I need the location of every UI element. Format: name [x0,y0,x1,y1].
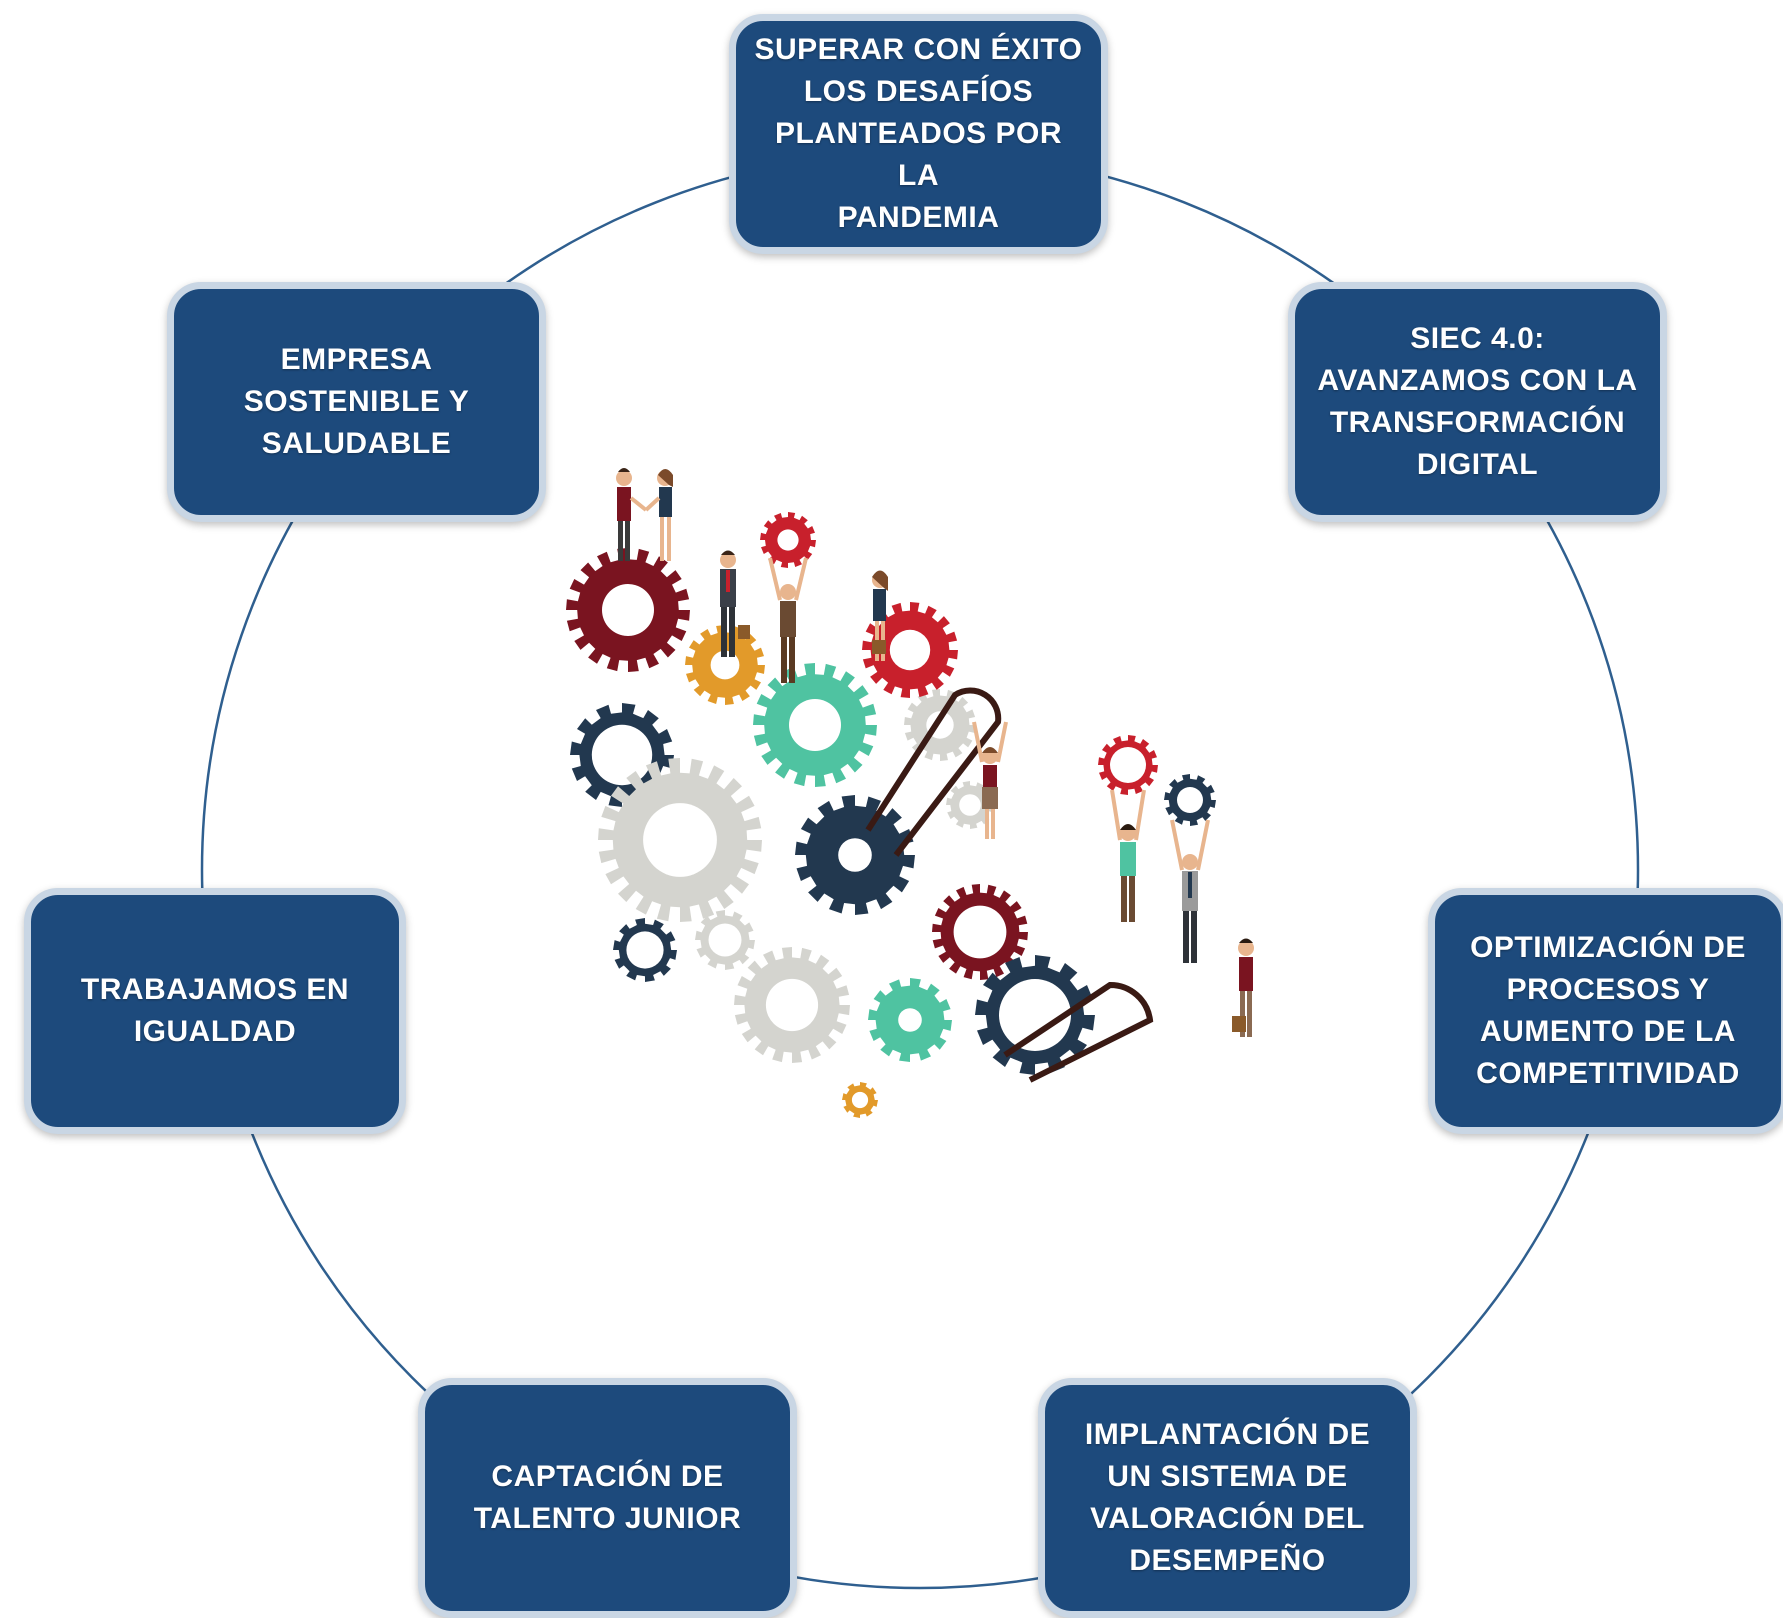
node-sustainable-company: EMPRESA SOSTENIBLE Y SALUDABLE [167,282,546,522]
gear-maroon-large-icon [566,548,690,672]
gear-red-pink-icon [1098,735,1158,795]
gear-maroon-right-icon [932,884,1028,980]
gears-layer [566,512,1216,1118]
person-icon [644,469,673,561]
people-layer [616,468,1254,1037]
person-icon [872,570,888,661]
person-icon [1170,819,1210,963]
node-label: SIEC 4.0: AVANZAMOS CON LA TRANSFORMACIÓ… [1317,322,1638,481]
gear-orange-icon [685,625,765,705]
gear-navy-left-icon [570,703,674,807]
gear-navy-center-icon [795,795,915,915]
node-equality: TRABAJAMOS EN IGUALDAD [24,888,406,1134]
gear-orange-small-icon [842,1082,878,1118]
gear-navy-small-left-icon [613,918,677,982]
belt-upper [865,687,1002,857]
person-icon [616,468,648,561]
node-junior-talent: CAPTACIÓN DE TALENTO JUNIOR [418,1378,797,1618]
teamwork-gears-illustration-icon [566,468,1254,1118]
node-label: IMPLANTACIÓN DE UN SISTEMA DE VALORACIÓN… [1084,1418,1371,1577]
gear-navy-small-held-icon [1164,774,1216,826]
person-icon [1110,789,1146,922]
person-icon [1232,938,1254,1037]
node-label: CAPTACIÓN DE TALENTO JUNIOR [473,1460,742,1535]
node-process-optimization: OPTIMIZACIÓN DE PROCESOS Y AUMENTO DE LA… [1428,888,1783,1134]
gear-gray-small-icon [904,689,976,761]
node-pandemic-challenges: SUPERAR CON ÉXITO LOS DESAFÍOS PLANTEADO… [729,14,1108,254]
gear-gray-large-icon [598,758,762,922]
node-label: SUPERAR CON ÉXITO LOS DESAFÍOS PLANTEADO… [754,33,1083,234]
gear-gray-small-bottom-icon [695,910,755,970]
person-icon [972,721,1008,839]
gear-navy-bottom-right-icon [975,955,1095,1075]
person-icon [768,557,808,683]
belt-lower [1003,981,1154,1083]
node-label: TRABAJAMOS EN IGUALDAD [80,973,350,1048]
gear-gray-bottom-icon [734,947,850,1063]
person-icon [720,550,750,657]
gear-red-held-icon [760,512,816,568]
node-performance-evaluation: IMPLANTACIÓN DE UN SISTEMA DE VALORACIÓN… [1038,1378,1417,1618]
node-digital-transformation: SIEC 4.0: AVANZAMOS CON LA TRANSFORMACIÓ… [1288,282,1667,522]
gear-teal-bottom-icon [868,978,952,1062]
node-label: OPTIMIZACIÓN DE PROCESOS Y AUMENTO DE LA… [1470,931,1746,1090]
node-label: EMPRESA SOSTENIBLE Y SALUDABLE [243,343,470,460]
belts-layer [865,687,1154,1083]
gear-teal-large-icon [753,663,877,787]
gear-red-top-icon [862,602,958,698]
